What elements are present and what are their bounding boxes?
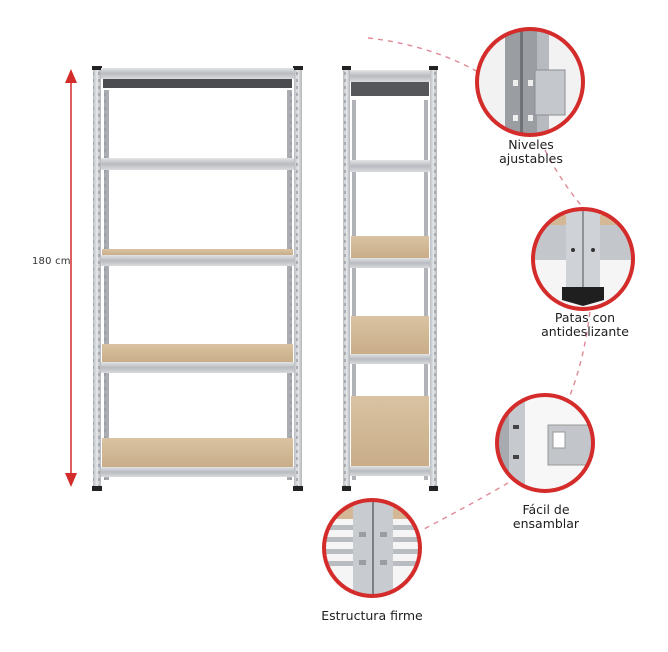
feature-label-line1: Niveles bbox=[508, 137, 554, 152]
feature-label-line2: ensamblar bbox=[512, 516, 580, 531]
front-view-shelf bbox=[92, 66, 303, 491]
height-arrow bbox=[65, 69, 77, 487]
feature-label-line1: Patas con bbox=[554, 310, 616, 325]
feature-label-line1: Fácil de bbox=[522, 502, 570, 517]
dashed-connector bbox=[367, 37, 592, 531]
easy-assembly-icon bbox=[495, 393, 595, 493]
firm-structure-icon bbox=[322, 498, 422, 598]
side-view-shelf bbox=[342, 66, 438, 491]
feature-label-estructura: Estructura firme bbox=[314, 609, 430, 623]
feature-label-line1: Estructura firme bbox=[321, 608, 423, 623]
adjustable-levels-icon bbox=[475, 27, 585, 137]
feature-label-patas: Patas con antideslizante bbox=[530, 311, 640, 339]
feature-label-line2: ajustables bbox=[499, 151, 563, 166]
feature-label-niveles: Niveles ajustables bbox=[488, 138, 574, 166]
height-dimension-label: 180 cm bbox=[32, 256, 71, 267]
feature-label-facil: Fácil de ensamblar bbox=[503, 503, 589, 531]
feature-label-line2: antideslizante bbox=[541, 324, 629, 339]
anti-slip-feet-icon bbox=[531, 207, 635, 311]
